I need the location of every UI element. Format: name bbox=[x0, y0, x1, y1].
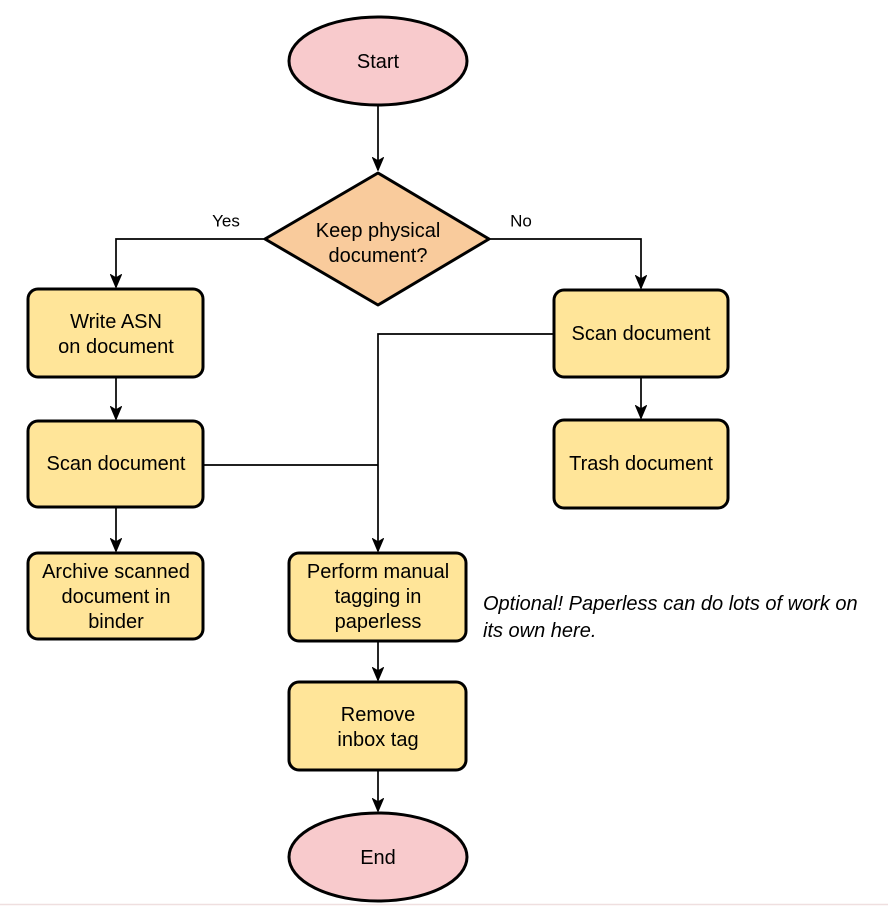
node-archive-binder-shape bbox=[26, 551, 205, 641]
node-scan-document-left: Scan document bbox=[26, 419, 205, 509]
node-write-asn: Write ASN on document bbox=[26, 287, 205, 379]
node-remove-inbox-tag-shape bbox=[287, 680, 468, 772]
node-end-label: End bbox=[360, 847, 396, 869]
node-remove-inbox-tag: Remove inbox tag bbox=[287, 680, 468, 772]
node-scan-document-right-label: Scan document bbox=[572, 323, 711, 345]
edge-scan-right-to-tagging bbox=[372, 333, 554, 552]
node-trash-document-label: Trash document bbox=[569, 453, 713, 475]
connectors bbox=[110, 106, 647, 812]
node-scan-document-left-label: Scan document bbox=[47, 453, 186, 475]
node-start-label: Start bbox=[357, 51, 400, 73]
node-decision-shape bbox=[263, 171, 491, 307]
node-write-asn-label-line1: Write ASN bbox=[70, 311, 162, 333]
annotation-line1: Optional! Paperless can do lots of work … bbox=[483, 593, 858, 615]
node-scan-document-right-shape bbox=[552, 288, 730, 379]
node-manual-tagging-shape bbox=[287, 551, 468, 643]
node-scan-document-left-shape bbox=[26, 419, 205, 509]
node-decision-label-line2: document? bbox=[329, 245, 428, 267]
edge-decision-to-write-asn bbox=[110, 238, 265, 288]
node-start-shape bbox=[287, 15, 469, 107]
node-manual-tagging-label-line1: Perform manual bbox=[307, 561, 449, 583]
node-remove-inbox-tag-label-line2: inbox tag bbox=[337, 729, 418, 751]
node-trash-document: Trash document bbox=[552, 418, 730, 510]
node-archive-binder-label-line1: Archive scanned bbox=[42, 561, 190, 583]
node-scan-document-right: Scan document bbox=[552, 288, 730, 379]
node-end-shape bbox=[287, 811, 469, 903]
node-archive-binder: Archive scanned document in binder bbox=[26, 551, 205, 641]
node-manual-tagging-label-line2: tagging in bbox=[335, 586, 422, 608]
node-archive-binder-label-line3: binder bbox=[88, 611, 144, 633]
node-write-asn-shape bbox=[26, 287, 205, 379]
node-start: Start bbox=[287, 15, 469, 107]
node-remove-inbox-tag-label-line1: Remove bbox=[341, 704, 415, 726]
node-decision-keep-physical: Keep physical document? bbox=[263, 171, 491, 307]
annotation-note: Optional! Paperless can do lots of work … bbox=[483, 593, 858, 642]
node-trash-document-shape bbox=[552, 418, 730, 510]
annotation-line2: its own here. bbox=[483, 620, 596, 642]
node-manual-tagging: Perform manual tagging in paperless bbox=[287, 551, 468, 643]
node-end: End bbox=[287, 811, 469, 903]
node-manual-tagging-label-line3: paperless bbox=[335, 611, 422, 633]
edge-label-yes: Yes bbox=[212, 212, 240, 231]
node-archive-binder-label-line2: document in bbox=[62, 586, 171, 608]
edge-decision-to-scan-right bbox=[489, 238, 647, 289]
node-decision-label-line1: Keep physical bbox=[316, 220, 441, 242]
node-write-asn-label-line2: on document bbox=[58, 336, 174, 358]
edge-label-no: No bbox=[510, 212, 532, 231]
